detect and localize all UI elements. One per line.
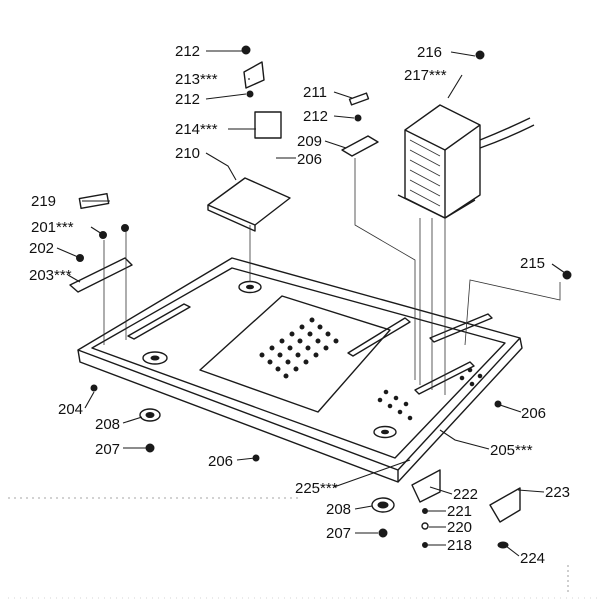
callout-208: 208 [326, 501, 351, 518]
side-brackets [411, 469, 521, 523]
callout-207: 207 [95, 441, 120, 458]
callout-208: 208 [95, 416, 120, 433]
base-plate [77, 257, 523, 483]
callout-206: 206 [521, 405, 546, 422]
callout-217: 217*** [404, 67, 447, 84]
callout-216: 216 [417, 44, 442, 61]
callout-215: 215 [520, 255, 545, 272]
left-bracket [69, 192, 133, 293]
callout-205: 205*** [490, 442, 533, 459]
callout-223: 223 [545, 484, 570, 501]
callout-206: 206 [208, 453, 233, 470]
callout-221: 221 [447, 503, 472, 520]
callout-225: 225*** [295, 480, 338, 497]
callout-203: 203*** [29, 267, 72, 284]
vent-holes [259, 317, 483, 421]
callout-219: 219 [31, 193, 56, 210]
callout-210: 210 [175, 145, 200, 162]
callout-labels: 212 213*** 212 214*** 210 206 211 212 20… [29, 43, 570, 567]
callout-218: 218 [447, 537, 472, 554]
leader-lines [56, 50, 566, 557]
callout-212: 212 [303, 108, 328, 125]
callout-220: 220 [447, 519, 472, 536]
callout-207: 207 [326, 525, 351, 542]
switch-bracket [341, 92, 379, 157]
callout-212: 212 [175, 43, 200, 60]
thermostat-bracket-assembly [207, 45, 291, 232]
callout-214: 214*** [175, 121, 218, 138]
callout-202: 202 [29, 240, 54, 257]
callout-206: 206 [297, 151, 322, 168]
callout-213: 213*** [175, 71, 218, 88]
callout-204: 204 [58, 401, 83, 418]
callout-222: 222 [453, 486, 478, 503]
callout-211: 211 [303, 84, 327, 101]
callout-212: 212 [175, 91, 200, 108]
scan-border-marks [8, 497, 600, 599]
callout-201: 201*** [31, 219, 74, 236]
callout-209: 209 [297, 133, 322, 150]
callout-224: 224 [520, 550, 545, 567]
